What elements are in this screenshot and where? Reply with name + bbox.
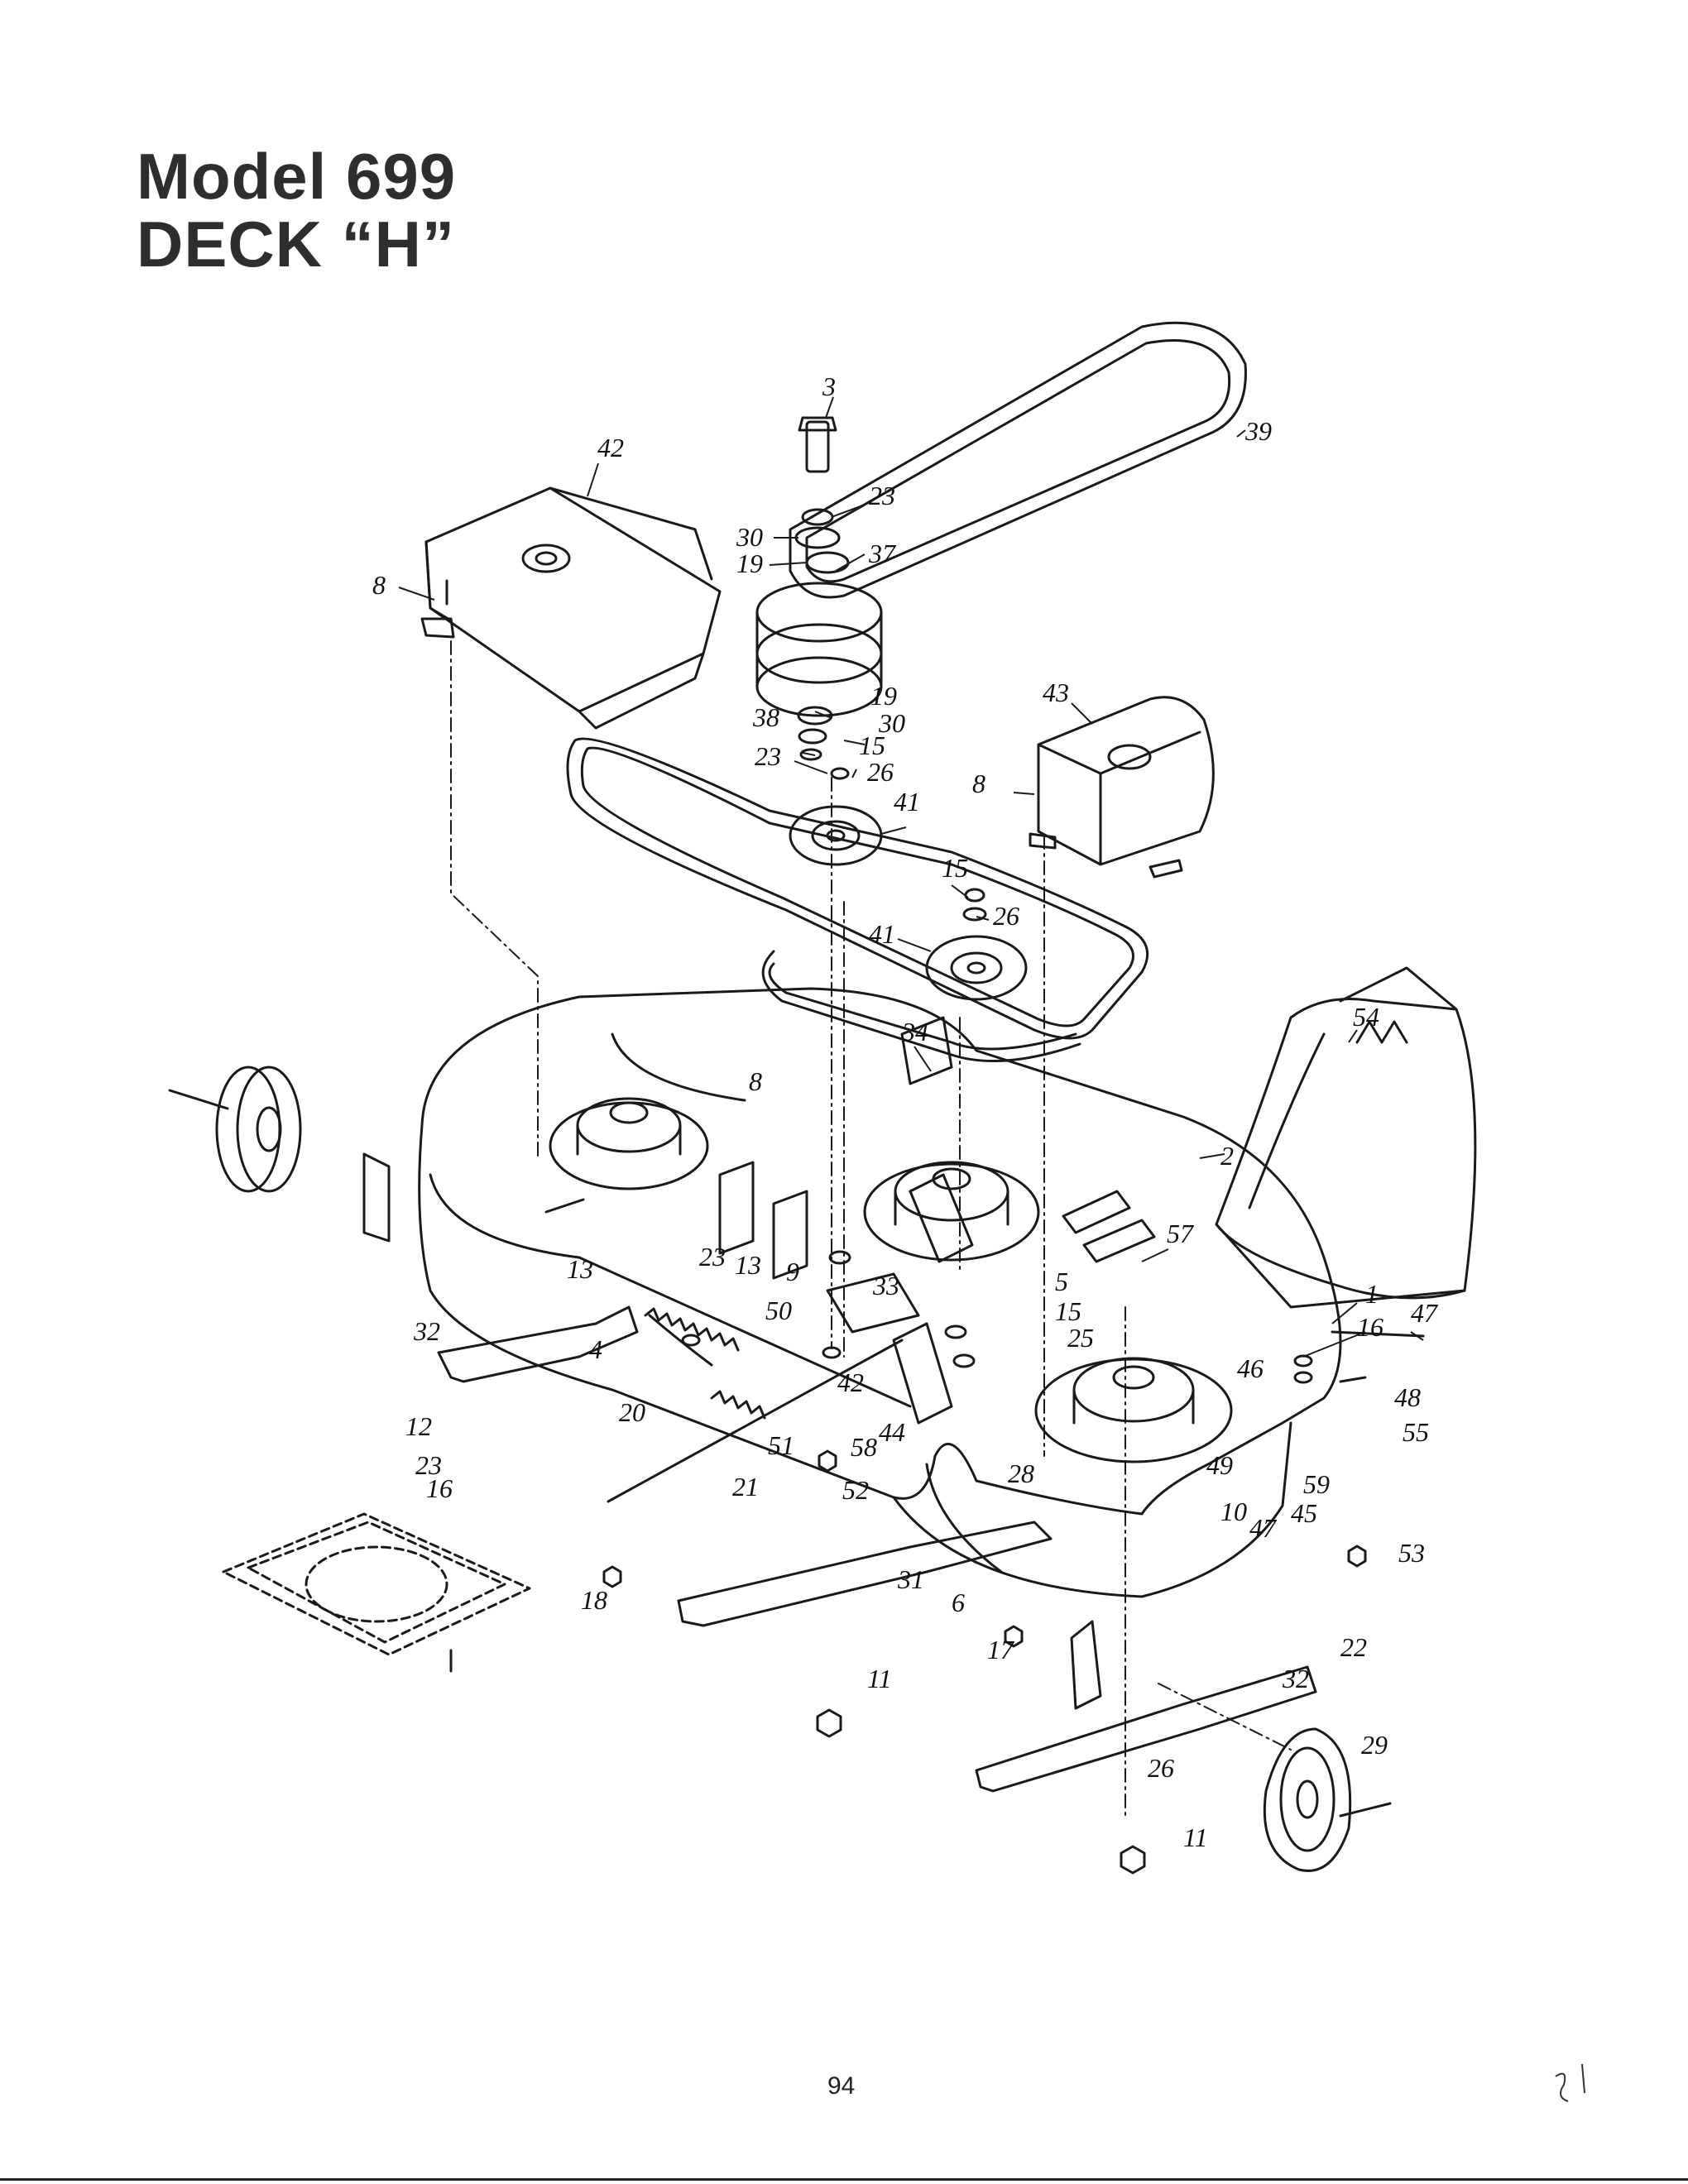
deck-spindles-drawing — [549, 1097, 1233, 1463]
callout-17: 17 — [987, 1635, 1015, 1664]
callout-23-upper: 23 — [869, 481, 895, 510]
callout-11-left: 11 — [867, 1664, 892, 1693]
blades-drawing — [437, 1305, 1317, 1793]
callout-1: 1 — [1365, 1279, 1379, 1309]
callout-2: 2 — [1220, 1141, 1234, 1171]
callout-4: 4 — [589, 1334, 602, 1364]
callout-8-cover: 8 — [372, 570, 386, 600]
callout-57: 58 — [851, 1432, 877, 1462]
callout-3: 3 — [822, 371, 836, 401]
callout-34: 37 — [868, 539, 897, 568]
callout-5: 5 — [1055, 1267, 1068, 1296]
pulley-cover-drawing — [420, 486, 722, 730]
callout-47: 47 — [1249, 1513, 1278, 1543]
callout-30-upper: 30 — [736, 522, 763, 552]
page-number: 94 — [827, 2072, 856, 2100]
alignment-lines-drawing — [450, 640, 1292, 1821]
callout-8-deck: 8 — [749, 1066, 762, 1096]
linkage-brackets-drawing — [544, 1016, 1156, 1503]
callout-6: 6 — [952, 1588, 965, 1617]
callout-22: 22 — [1340, 1632, 1367, 1662]
callout-8-idler: 8 — [972, 769, 985, 798]
callout-48: 48 — [1394, 1382, 1421, 1412]
callout-19-lower: 19 — [870, 681, 897, 711]
callout-33: 33 — [872, 1271, 899, 1300]
mounting-frame-drawing — [222, 1512, 531, 1656]
callout-42: 42 — [837, 1367, 864, 1397]
callout-16-frame: 16 — [426, 1473, 453, 1503]
callout-44: 45 — [1291, 1498, 1317, 1528]
callout-59: 59 — [1303, 1469, 1330, 1499]
callout-15-lower: 15 — [1055, 1296, 1081, 1326]
callout-11-right: 11 — [1183, 1822, 1208, 1852]
deck-title: DECK “H” — [137, 208, 456, 280]
hardware-drawing — [445, 579, 1425, 1875]
callout-31: 31 — [897, 1564, 924, 1594]
bottom-rule — [0, 2178, 1688, 2181]
callout-9: 9 — [786, 1257, 799, 1286]
callout-40: 44 — [879, 1417, 905, 1447]
part-callouts: 3 39 42 23 30 19 37 8 43 19 38 30 23 15 … — [372, 371, 1439, 1852]
callout-24-deck: 23 — [699, 1242, 726, 1272]
callout-38: 38 — [752, 702, 779, 732]
model-title: Model 699 — [137, 140, 457, 213]
callout-26-lower: 26 — [1148, 1753, 1174, 1783]
callout-37: 39 — [1244, 416, 1272, 446]
leader-lines — [398, 396, 1424, 1358]
long-belt-drawing — [789, 321, 1247, 599]
callout-24-frame: 23 — [415, 1450, 442, 1480]
callout-26-mid: 26 — [993, 901, 1019, 931]
callout-10: 10 — [1220, 1497, 1247, 1526]
callout-25: 25 — [1067, 1323, 1094, 1353]
callout-46: 46 — [1237, 1353, 1264, 1383]
callout-15-mid: 15 — [942, 853, 968, 883]
callout-20: 20 — [619, 1397, 645, 1427]
callout-54: 53 — [1398, 1538, 1425, 1568]
handwritten-mark — [1555, 2063, 1585, 2102]
callout-30-lower: 30 — [878, 708, 905, 738]
callout-43: 43 — [1043, 678, 1069, 707]
callout-36: 34 — [901, 1017, 928, 1046]
springs-drawing — [644, 1307, 766, 1420]
callout-15-upper: 15 — [859, 730, 885, 760]
callout-55: 55 — [1403, 1417, 1429, 1447]
callout-19-upper: 19 — [736, 548, 763, 578]
callout-32-left: 32 — [413, 1316, 440, 1346]
callout-26-upper: 26 — [867, 757, 894, 787]
callout-23-lower: 23 — [755, 741, 781, 771]
callout-51: 50 — [765, 1296, 792, 1325]
callout-12: 12 — [405, 1411, 432, 1441]
callout-13-left: 13 — [567, 1254, 593, 1284]
callout-28: 28 — [1008, 1458, 1034, 1488]
callout-41: 42 — [597, 433, 624, 462]
callout-39-lower: 41 — [869, 919, 895, 949]
callout-58: 57 — [1167, 1219, 1195, 1248]
callout-49: 49 — [1206, 1450, 1233, 1480]
mower-deck-drawing — [418, 987, 1342, 1598]
callout-18: 18 — [581, 1585, 607, 1615]
callout-29: 29 — [1361, 1730, 1388, 1760]
callout-13-deck: 13 — [735, 1250, 761, 1280]
callout-39-upper: 41 — [894, 787, 920, 817]
callout-21: 21 — [732, 1472, 759, 1502]
callout-53: 52 — [842, 1475, 869, 1505]
callout-32-right: 32 — [1282, 1664, 1309, 1693]
callout-52: 51 — [768, 1430, 794, 1460]
idler-pulleys-drawing — [789, 767, 1028, 1001]
short-belt-drawing — [566, 737, 1149, 1063]
idler-cover-drawing — [1029, 696, 1215, 879]
callout-16-right: 16 — [1357, 1312, 1383, 1342]
discharge-chute-drawing — [1215, 966, 1477, 1309]
gauge-wheels-drawing — [168, 1066, 1392, 1872]
callout-50: 54 — [1353, 1002, 1379, 1032]
callout-45: 47 — [1411, 1298, 1439, 1328]
